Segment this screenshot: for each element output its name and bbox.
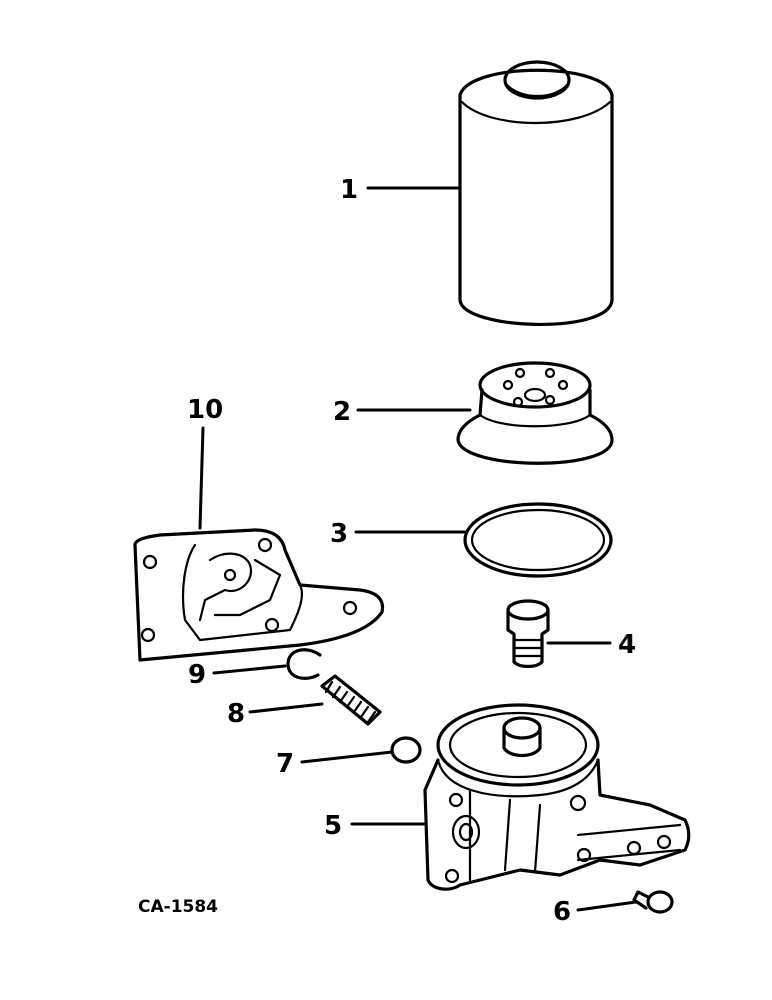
figure-code: CA-1584: [138, 897, 218, 917]
callout-2: 2: [333, 397, 351, 427]
part-o-ring: [463, 502, 613, 578]
part-filter-adapter: [456, 361, 614, 465]
part-spring: [320, 674, 382, 726]
part-screw: [632, 890, 674, 914]
callout-9: 9: [188, 660, 206, 690]
callout-1: 1: [340, 175, 358, 205]
part-valve-plug: [506, 599, 550, 669]
part-gasket: [133, 528, 385, 662]
callout-8: 8: [227, 699, 245, 729]
part-small-o-ring: [390, 736, 422, 764]
part-filter-base: [423, 703, 691, 891]
callout-4: 4: [618, 630, 636, 660]
callout-3: 3: [330, 519, 348, 549]
part-filter-cartridge: [458, 60, 614, 326]
callout-10: 10: [187, 395, 223, 425]
callout-5: 5: [324, 811, 342, 841]
callout-6: 6: [553, 897, 571, 927]
leader-lines: [198, 186, 638, 912]
callout-7: 7: [276, 749, 294, 779]
part-snap-ring: [286, 648, 322, 680]
